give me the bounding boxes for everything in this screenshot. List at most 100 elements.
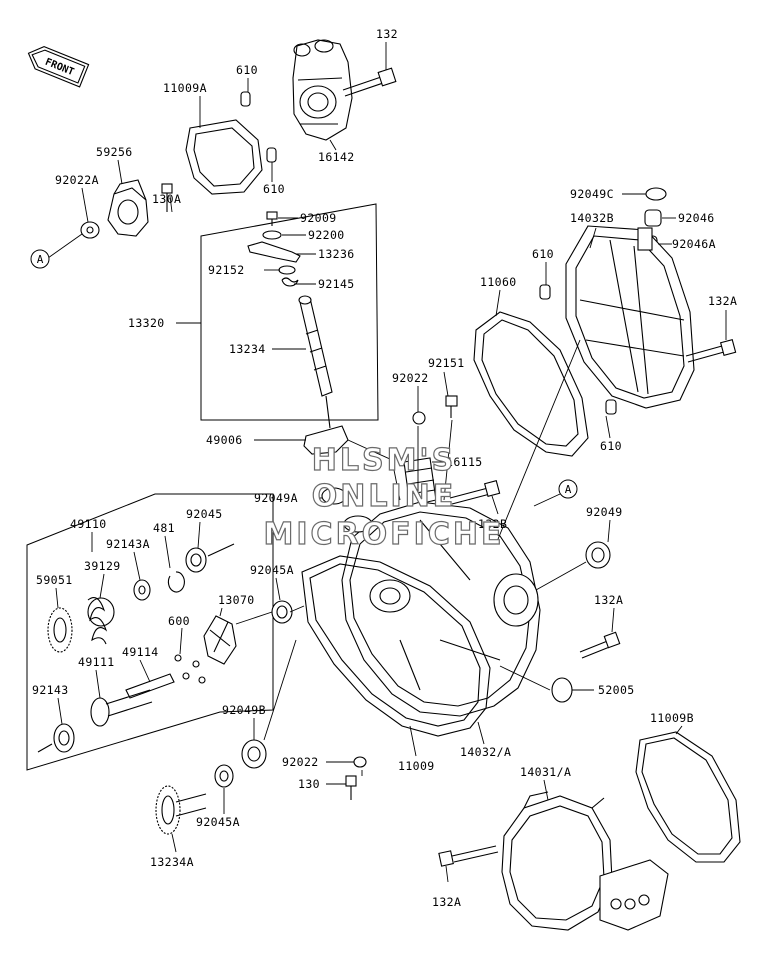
impeller-13070 xyxy=(203,615,237,665)
governor-lever-49006 xyxy=(303,425,349,455)
label-49006: 49006 xyxy=(206,433,243,447)
washer-92022-low xyxy=(353,756,367,768)
label-11009b: 11009B xyxy=(650,711,694,725)
part-labels: 132 11009A 610 610 16142 59256 92022A 13… xyxy=(32,27,737,909)
label-16142: 16142 xyxy=(318,150,355,164)
label-92143: 92143 xyxy=(32,683,69,697)
bolt-132a-low xyxy=(438,845,499,867)
shaft-49111 xyxy=(90,689,153,727)
label-92022a: 92022A xyxy=(55,173,99,187)
label-14031a: 14031/A xyxy=(520,765,571,779)
bolt-132b xyxy=(449,479,501,505)
screw-92009 xyxy=(266,211,278,226)
label-610-a: 610 xyxy=(236,63,258,77)
label-14032b: 14032B xyxy=(570,211,614,225)
label-13234: 13234 xyxy=(229,342,266,356)
label-16115: 16115 xyxy=(446,455,483,469)
dowel-pin-610c xyxy=(539,284,551,300)
label-92049c: 92049C xyxy=(570,187,614,201)
watermark-line-1: HLSM'S xyxy=(312,443,456,478)
washer-92143a xyxy=(133,579,151,601)
bearing-92049 xyxy=(585,541,611,569)
washer-92152 xyxy=(278,265,296,275)
washer-92200 xyxy=(262,230,282,240)
front-arrow-icon: FRONT xyxy=(27,46,90,88)
callout-a-right: A xyxy=(558,479,578,499)
label-132b: 132B xyxy=(478,517,507,531)
label-92143a: 92143A xyxy=(106,537,150,551)
label-11009: 11009 xyxy=(398,759,435,773)
bolt-130 xyxy=(345,775,357,800)
label-52005: 52005 xyxy=(598,683,635,697)
label-13070: 13070 xyxy=(218,593,255,607)
label-13236: 13236 xyxy=(318,247,355,261)
label-49114: 49114 xyxy=(122,645,159,659)
gear-59051 xyxy=(47,607,73,653)
impeller-59256 xyxy=(107,179,149,237)
gasket-11060 xyxy=(473,311,589,457)
callout-a-right-label: A xyxy=(565,483,572,496)
label-130a: 130A xyxy=(152,192,181,206)
watermark-line-2: ONLINE xyxy=(312,479,457,514)
washer-92022a xyxy=(80,221,100,239)
spring-39129 xyxy=(87,597,115,645)
outer-cover-14031a xyxy=(501,791,669,931)
label-11009a: 11009A xyxy=(163,81,207,95)
seal-92049c xyxy=(645,187,667,201)
label-13320: 13320 xyxy=(128,316,165,330)
bolt-130a xyxy=(161,183,173,212)
label-49110: 49110 xyxy=(70,517,107,531)
label-481: 481 xyxy=(153,521,175,535)
leader-lines xyxy=(47,42,727,883)
shaft-49114 xyxy=(125,673,175,699)
label-92009: 92009 xyxy=(300,211,337,225)
label-600: 600 xyxy=(168,614,190,628)
part-16115 xyxy=(403,457,437,507)
bolt-132a-right xyxy=(685,338,737,363)
gasket-11009b xyxy=(635,731,741,863)
label-92045: 92045 xyxy=(186,507,223,521)
label-92152: 92152 xyxy=(208,263,245,277)
label-132a-right: 132A xyxy=(708,294,737,308)
dowel-pin-610a xyxy=(240,91,251,107)
label-610-b: 610 xyxy=(263,182,285,196)
assembly-frame-49110 xyxy=(26,493,274,771)
watermark: HLSM'S ONLINE MICROFICHE xyxy=(263,442,505,552)
bolt-132a-mid xyxy=(579,631,621,659)
label-130: 130 xyxy=(298,777,320,791)
assembly-frame-13320 xyxy=(200,203,379,421)
label-92200: 92200 xyxy=(308,228,345,242)
washer-92022-mid xyxy=(412,411,426,425)
label-92045a-top: 92045A xyxy=(250,563,294,577)
label-132a-mid: 132A xyxy=(594,593,623,607)
dowel-pin-610b xyxy=(266,147,277,163)
bearing-92045a-low xyxy=(214,764,234,788)
callout-a-left: A xyxy=(30,249,50,269)
label-610-d: 610 xyxy=(600,439,622,453)
label-13234a: 13234A xyxy=(150,855,194,869)
label-132-top: 132 xyxy=(376,27,398,41)
label-92049a: 92049A xyxy=(254,491,298,505)
gear-13234a xyxy=(155,785,207,835)
crankcase-cover-14032a xyxy=(341,501,541,717)
shaft-13234 xyxy=(298,295,333,429)
balls-600 xyxy=(174,654,206,684)
bolt-92151 xyxy=(445,395,458,418)
seal-92143 xyxy=(37,723,75,753)
watermark-line-3: MICROFICHE xyxy=(264,517,505,552)
label-92049b: 92049B xyxy=(222,703,266,717)
seal-92045 xyxy=(185,543,235,573)
bearing-92045a-top xyxy=(271,600,293,624)
plug-52005 xyxy=(551,677,573,703)
label-92145: 92145 xyxy=(318,277,355,291)
label-59051: 59051 xyxy=(36,573,73,587)
label-14032a: 14032/A xyxy=(460,745,511,759)
lever-13236 xyxy=(247,241,301,263)
label-92151: 92151 xyxy=(428,356,465,370)
label-92049: 92049 xyxy=(586,505,623,519)
label-92022-mid: 92022 xyxy=(392,371,429,385)
label-132a-low: 132A xyxy=(432,895,461,909)
gasket-11009 xyxy=(301,555,491,737)
